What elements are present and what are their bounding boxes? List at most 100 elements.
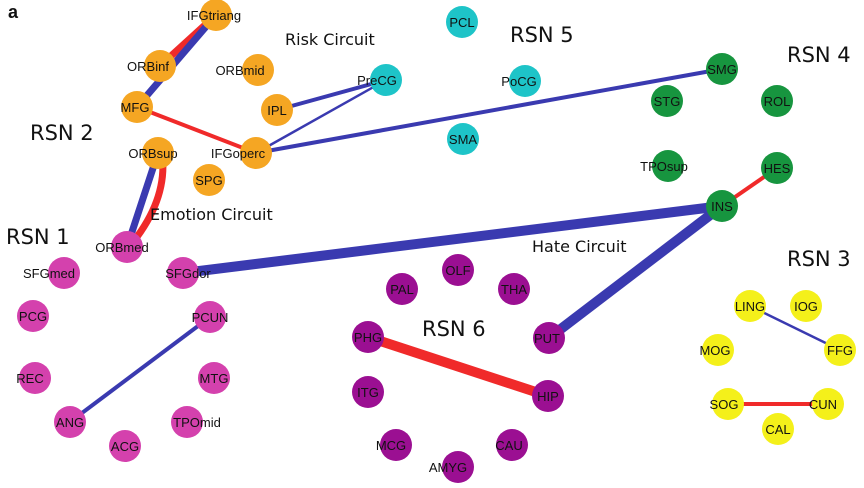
node-mfg: MFG	[121, 91, 153, 123]
group-label-rsn6: RSN 6	[422, 317, 486, 341]
node-circle	[48, 257, 80, 289]
node-circle	[652, 150, 684, 182]
node-circle	[352, 321, 384, 353]
node-circle	[446, 6, 478, 38]
circuit-label-emotion: Emotion Circuit	[150, 205, 273, 224]
node-label: CAU	[495, 438, 522, 453]
node-ipl: IPL	[261, 94, 293, 126]
node-label: TPOsup	[640, 159, 688, 174]
node-circle	[261, 94, 293, 126]
node-circle	[812, 388, 844, 420]
node-label: IFGtriang	[187, 8, 241, 23]
node-circle	[761, 85, 793, 117]
panel-label: a	[8, 2, 19, 22]
node-rec: REC	[16, 362, 51, 394]
node-label: LING	[735, 299, 765, 314]
node-label: ANG	[56, 415, 84, 430]
node-label: OLF	[445, 263, 470, 278]
node-label: SFGdor	[165, 266, 211, 281]
edge-orbsup-orbmed	[123, 151, 162, 249]
node-circle	[142, 137, 174, 169]
node-stg: STG	[651, 85, 683, 117]
node-label: MCG	[376, 438, 406, 453]
node-circle	[702, 334, 734, 366]
node-pcl: PCL	[446, 6, 478, 38]
node-label: PCUN	[192, 310, 229, 325]
node-circle	[54, 406, 86, 438]
node-circle	[447, 123, 479, 155]
node-orbmid: ORBmid	[215, 54, 274, 86]
node-ins: INS	[706, 190, 738, 222]
node-label: PCG	[19, 309, 47, 324]
node-circle	[171, 406, 203, 438]
node-label: TPOmid	[173, 415, 221, 430]
group-label-rsn4: RSN 4	[787, 43, 851, 67]
labels-layer: a RSN 2 RSN 1 RSN 5 RSN 4 RSN 3 RSN 6 Ri…	[6, 2, 851, 341]
node-pcun: PCUN	[192, 301, 229, 333]
edge-phg-hip	[366, 332, 550, 401]
node-circle	[442, 451, 474, 483]
edge-sfgdor-ins	[182, 201, 723, 278]
node-itg: ITG	[352, 376, 384, 408]
node-label: HIP	[537, 389, 559, 404]
node-label: REC	[16, 371, 43, 386]
node-mtg: MTG	[198, 362, 230, 394]
node-spg: SPG	[193, 164, 225, 196]
node-circle	[198, 362, 230, 394]
edge-pcun-ang	[68, 315, 212, 424]
node-sfgdor: SFGdor	[165, 257, 211, 289]
node-label: INS	[711, 199, 733, 214]
node-circle	[706, 190, 738, 222]
node-circle	[352, 376, 384, 408]
node-ang: ANG	[54, 406, 86, 438]
node-circle	[167, 257, 199, 289]
node-mog: MOG	[699, 334, 734, 366]
node-circle	[19, 362, 51, 394]
node-label: IFGoperc	[211, 146, 266, 161]
edges-layer	[68, 12, 841, 424]
node-circle	[242, 54, 274, 86]
node-label: ACG	[111, 439, 139, 454]
node-circle	[651, 85, 683, 117]
node-circle	[144, 50, 176, 82]
node-rol: ROL	[761, 85, 793, 117]
edge-ifgoperc-smg	[255, 67, 723, 155]
node-pal: PAL	[386, 273, 418, 305]
node-label: CUN	[809, 397, 837, 412]
group-label-rsn3: RSN 3	[787, 247, 851, 271]
node-hes: HES	[761, 152, 793, 184]
node-circle	[509, 65, 541, 97]
node-label: SOG	[710, 397, 739, 412]
node-precg: PreCG	[357, 64, 402, 96]
node-label: STG	[654, 94, 681, 109]
group-label-rsn5: RSN 5	[510, 23, 574, 47]
node-label: IPL	[267, 103, 287, 118]
node-label: ORBmed	[95, 240, 148, 255]
edge-ipl-precg	[276, 78, 387, 112]
node-circle	[734, 290, 766, 322]
circuit-label-hate: Hate Circuit	[532, 237, 627, 256]
node-label: MFG	[121, 100, 150, 115]
group-label-rsn2: RSN 2	[30, 121, 94, 145]
node-circle	[200, 0, 232, 31]
edge-ins-put	[545, 202, 726, 342]
node-orbmed: ORBmed	[95, 231, 149, 263]
node-label: THA	[501, 282, 527, 297]
node-circle	[193, 164, 225, 196]
node-circle	[706, 53, 738, 85]
node-label: SFGmed	[23, 266, 75, 281]
node-ling: LING	[734, 290, 766, 322]
node-circle	[370, 64, 402, 96]
node-label: PUT	[534, 331, 560, 346]
edge-mfg-ifgoperc	[136, 105, 257, 155]
node-phg: PHG	[352, 321, 384, 353]
node-circle	[380, 429, 412, 461]
node-label: PHG	[354, 330, 382, 345]
node-circle	[790, 290, 822, 322]
node-label: PAL	[390, 282, 414, 297]
node-pcg: PCG	[17, 300, 49, 332]
node-circle	[824, 334, 856, 366]
node-ifgtriang: IFGtriang	[187, 0, 241, 31]
